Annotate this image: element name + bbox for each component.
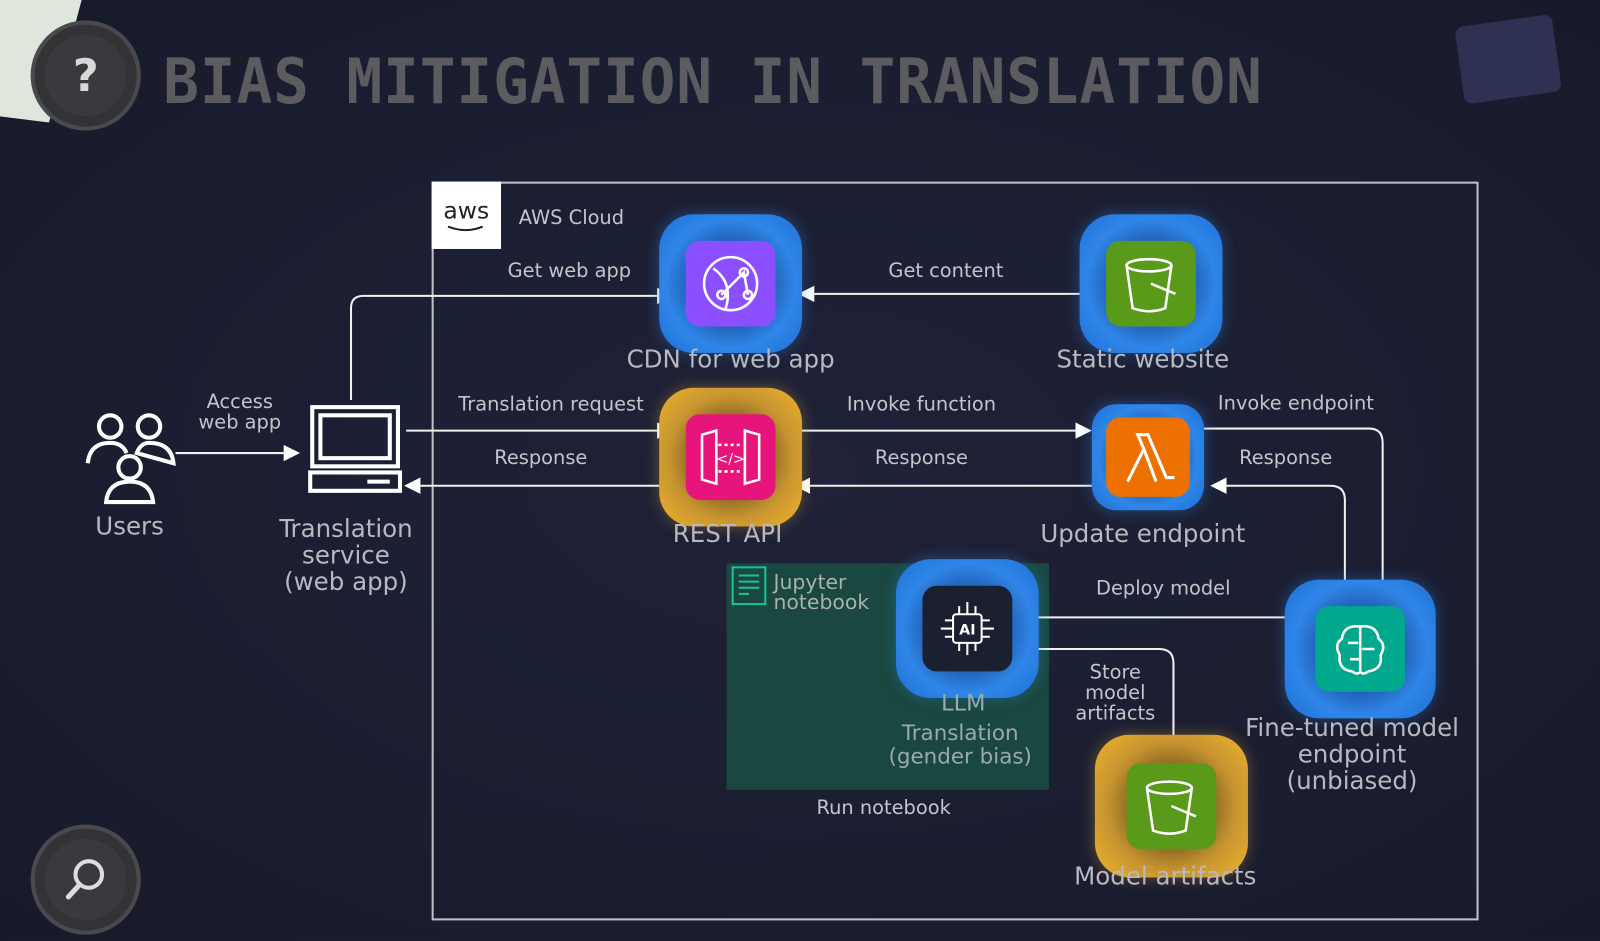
- get-content-label: Get content: [888, 259, 1004, 283]
- translation-request-label: Translation request: [458, 393, 644, 416]
- svg-text:</>: </>: [716, 451, 745, 467]
- response-label-2: Response: [874, 446, 968, 469]
- static-website-node[interactable]: [1079, 214, 1223, 354]
- s3-bucket-icon: [1125, 257, 1176, 313]
- run-notebook-label: Run notebook: [816, 796, 951, 819]
- lambda-node[interactable]: [1091, 404, 1205, 511]
- s3-bucket-icon: [1145, 780, 1197, 835]
- model-artifacts-label: Model artifacts: [1074, 862, 1257, 891]
- arrow-response-lambda: [1210, 477, 1346, 597]
- invoke-function-label: Invoke function: [846, 393, 997, 416]
- response-label-1: Response: [494, 446, 588, 469]
- get-web-app-label: Get web app: [507, 259, 632, 283]
- static-website-label: Static website: [1056, 344, 1230, 374]
- laptop-icon[interactable]: [306, 403, 404, 497]
- arrow-invoke-endpoint: [1204, 427, 1391, 598]
- question-icon: ?: [72, 49, 99, 102]
- arrow-get-web-app: [349, 287, 674, 400]
- llm-label: LLM: [941, 690, 986, 717]
- llm-sub-label: Translation (gender bias): [888, 720, 1032, 769]
- access-web-app-label: Access web app: [198, 390, 282, 434]
- response-label-3: Response: [1239, 446, 1333, 469]
- invoke-endpoint-label: Invoke endpoint: [1217, 392, 1374, 415]
- svg-text:AI: AI: [959, 623, 975, 639]
- aws-cloud-boundary: [431, 181, 1479, 921]
- cloudfront-icon: [702, 255, 759, 312]
- aws-logo: aws: [431, 181, 502, 249]
- sagemaker-brain-icon: [1335, 624, 1385, 675]
- users-icon: [85, 413, 176, 505]
- aws-smile-icon: [447, 225, 484, 232]
- notebook-icon: [731, 566, 767, 606]
- ai-chip-icon: AI: [940, 602, 994, 656]
- fine-tuned-endpoint-node[interactable]: [1284, 579, 1436, 719]
- rest-api-label: REST API: [672, 519, 783, 549]
- api-gateway-icon: </>: [700, 428, 761, 486]
- users-label: Users: [95, 512, 164, 541]
- llm-node[interactable]: AI: [895, 559, 1039, 698]
- store-artifacts-label: Store model artifacts: [1075, 661, 1156, 725]
- zoom-button[interactable]: [30, 824, 141, 935]
- aws-cloud-label: AWS Cloud: [518, 206, 625, 230]
- jupyter-label: Jupyter notebook: [773, 569, 870, 615]
- webapp-label: Translation service (web app): [279, 514, 413, 596]
- magnifier-icon: [65, 859, 105, 900]
- help-button[interactable]: ?: [30, 20, 141, 131]
- model-artifacts-node[interactable]: [1094, 734, 1248, 878]
- rest-api-node[interactable]: </>: [659, 387, 803, 527]
- fine-tuned-endpoint-label: Fine-tuned model endpoint (unbiased): [1245, 713, 1459, 795]
- cdn-node[interactable]: [659, 214, 803, 354]
- lambda-icon: [1126, 433, 1175, 483]
- update-endpoint-label: Update endpoint: [1040, 519, 1246, 549]
- cdn-label: CDN for web app: [626, 344, 835, 374]
- page-title: BIAS MITIGATION IN TRANSLATION: [163, 45, 1263, 119]
- deploy-model-label: Deploy model: [1096, 577, 1231, 600]
- arrow-store-artifacts: [1020, 647, 1182, 762]
